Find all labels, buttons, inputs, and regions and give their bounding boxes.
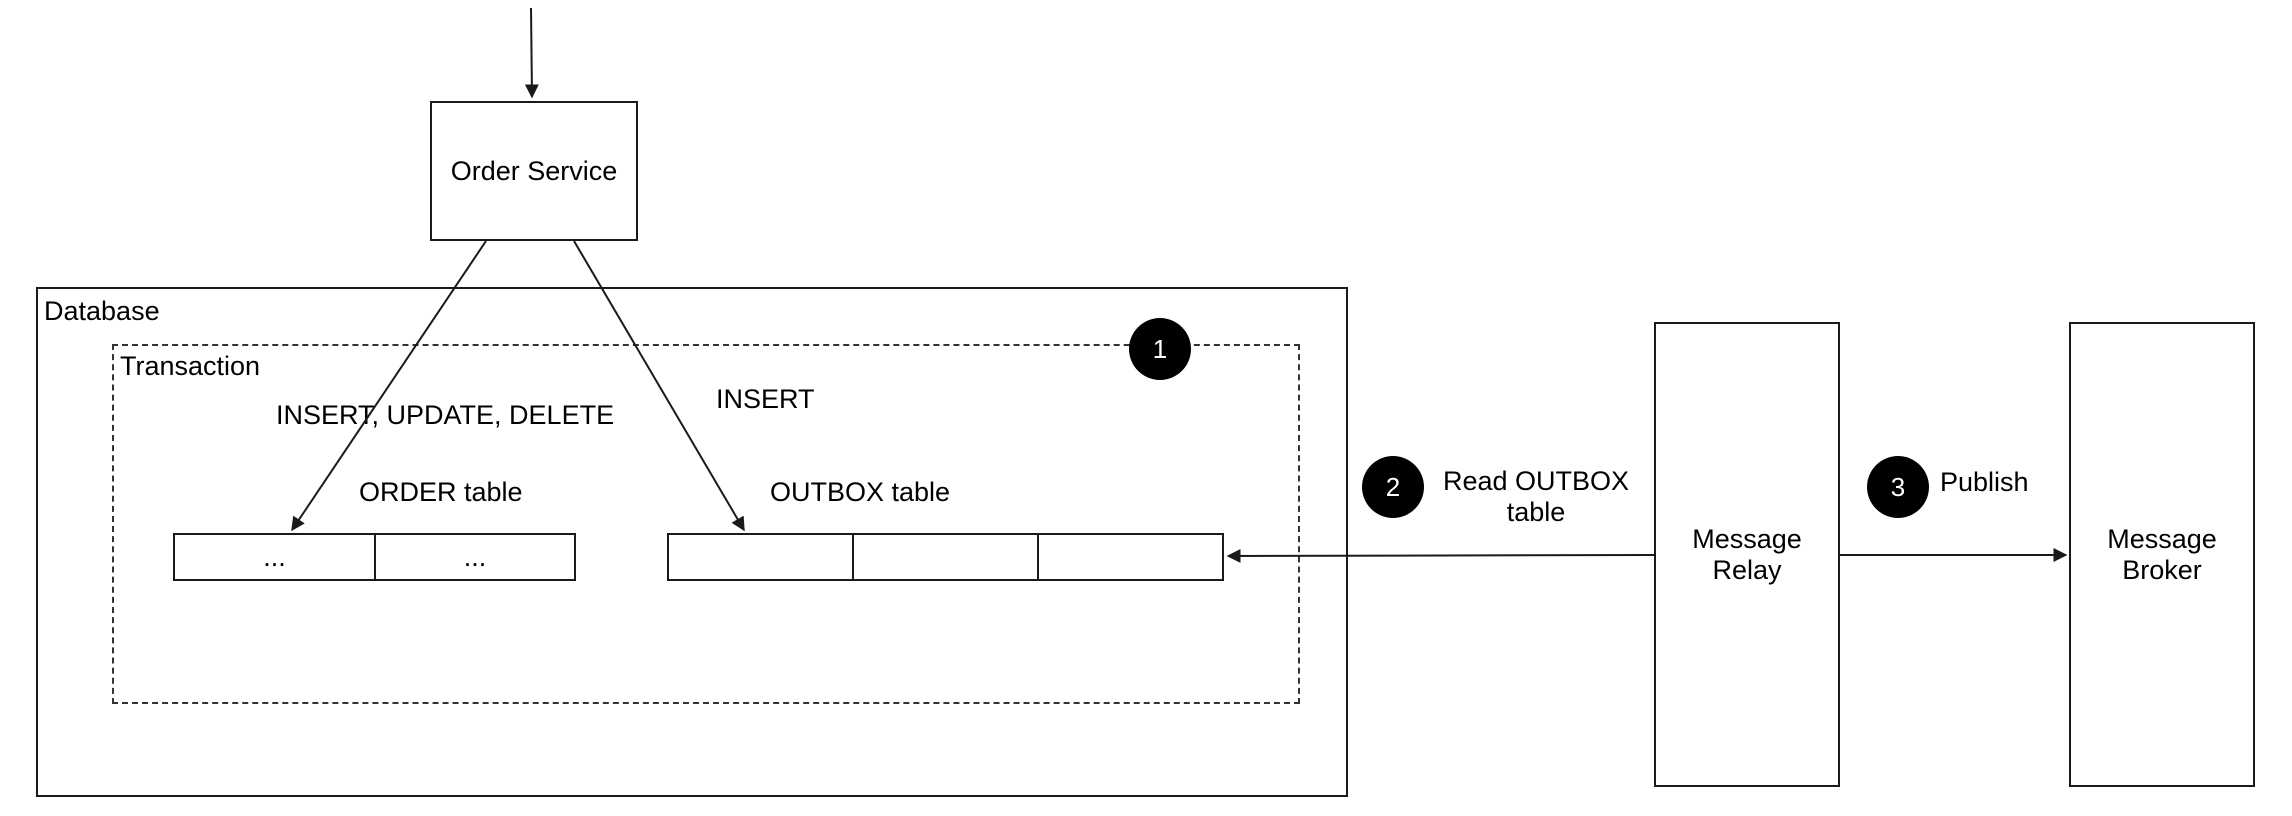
read-outbox-line2: table <box>1506 497 1566 527</box>
publish-label: Publish <box>1940 467 2029 497</box>
insert-update-delete-label: INSERT, UPDATE, DELETE <box>276 400 615 430</box>
read-outbox-label: Read OUTBOX table <box>1436 466 1636 528</box>
outbox-table-cell <box>667 533 854 581</box>
order-table-cell: ... <box>374 533 576 581</box>
order-service-box: Order Service <box>430 101 638 241</box>
transaction-container <box>112 344 1300 704</box>
step-3-badge: 3 <box>1867 456 1929 518</box>
transaction-label: Transaction <box>120 351 261 381</box>
read-outbox-line1: Read OUTBOX <box>1442 466 1630 496</box>
step-1-badge: 1 <box>1129 318 1191 380</box>
outbox-table-label: OUTBOX table <box>770 477 951 507</box>
message-relay-box: Message Relay <box>1654 322 1840 787</box>
order-table-cell: ... <box>173 533 376 581</box>
step-2-badge: 2 <box>1362 456 1424 518</box>
database-label: Database <box>44 296 160 326</box>
incoming-arrow <box>524 7 539 99</box>
message-broker-box: Message Broker <box>2069 322 2255 787</box>
message-broker-line1: Message <box>2107 523 2217 554</box>
message-relay-line1: Message <box>1692 523 1802 554</box>
outbox-table-cell <box>852 533 1039 581</box>
message-relay-line2: Relay <box>1712 554 1782 585</box>
outbox-table-cell <box>1037 533 1224 581</box>
message-broker-line2: Broker <box>2122 554 2202 585</box>
insert-label: INSERT <box>716 384 815 414</box>
order-service-label: Order Service <box>450 155 618 186</box>
order-table-label: ORDER table <box>359 477 523 507</box>
